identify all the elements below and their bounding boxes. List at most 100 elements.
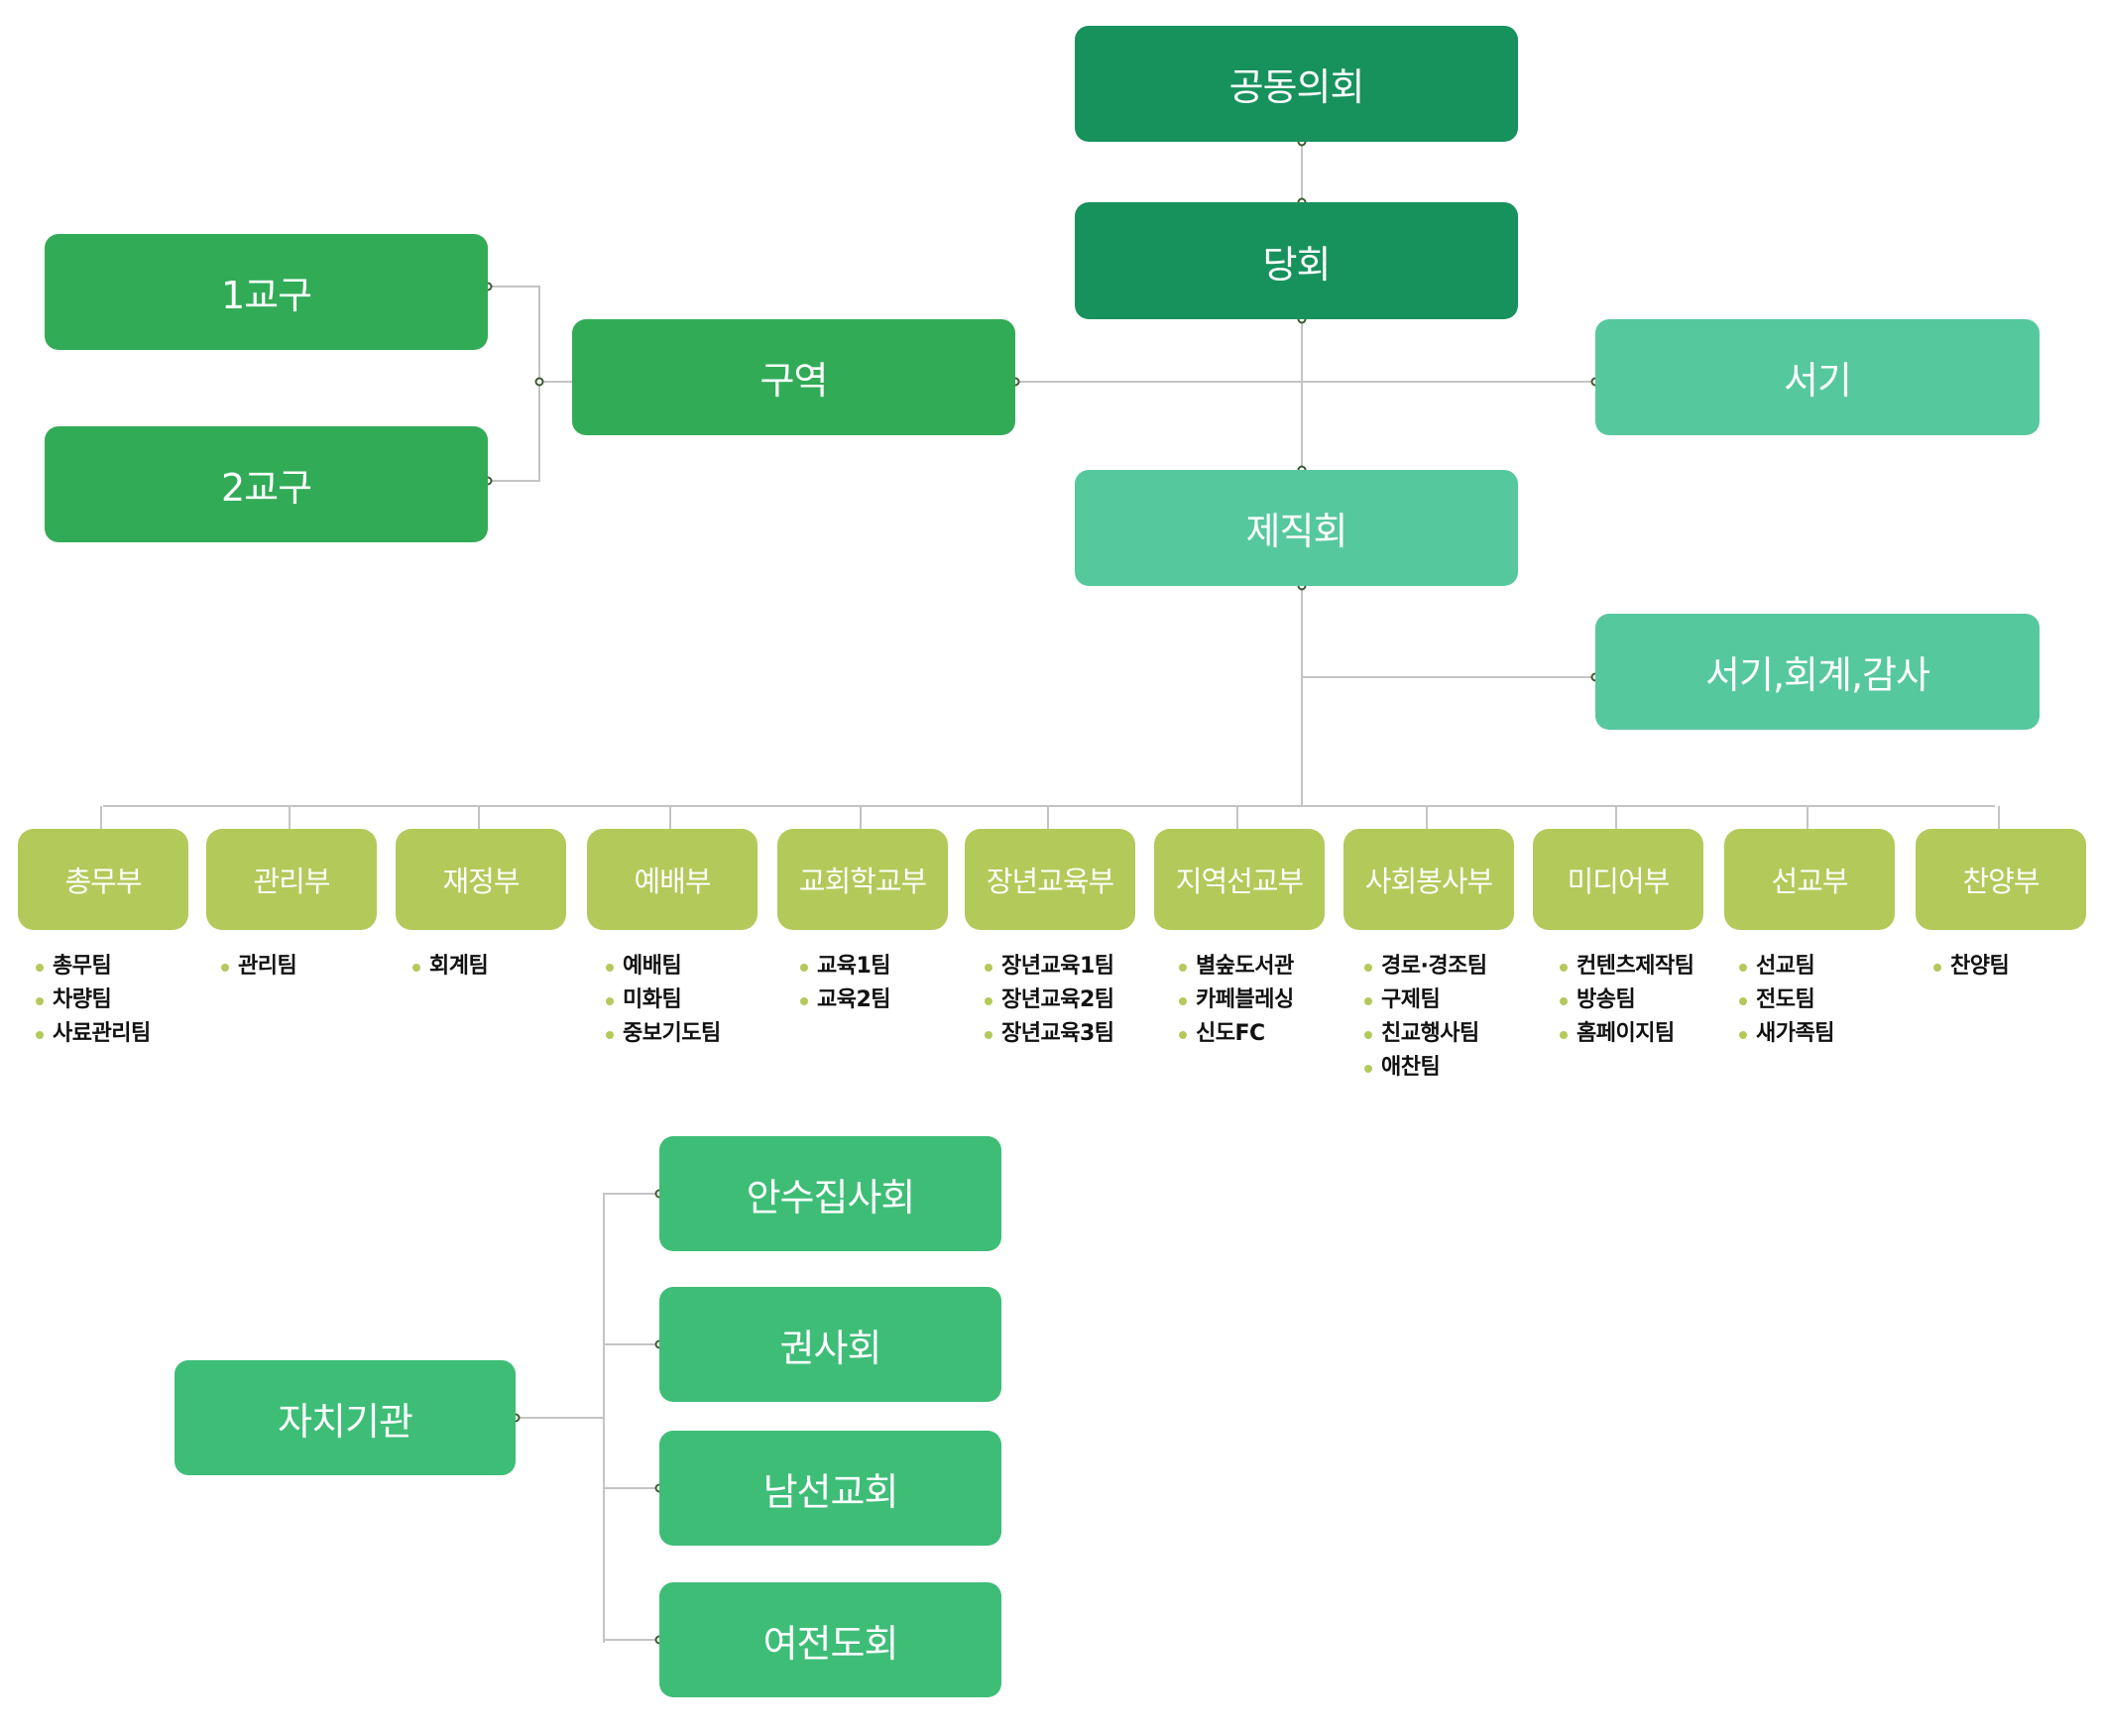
node-label: 남선교회	[762, 1469, 899, 1514]
team-label: 회계팀	[429, 954, 489, 979]
team-label: 친교행사팀	[1381, 1021, 1479, 1046]
team-item[interactable]: 차량팀	[36, 984, 151, 1017]
node-autonomous-root[interactable]: 자치기관	[175, 1360, 516, 1475]
team-item[interactable]: 카페블레싱	[1179, 984, 1294, 1017]
team-item[interactable]: 장년교육2팀	[985, 984, 1114, 1017]
department-box[interactable]: 재정부	[396, 829, 566, 930]
team-item[interactable]: 예배팀	[606, 950, 721, 984]
team-item[interactable]: 신도FC	[1179, 1017, 1294, 1051]
team-label: 컨텐츠제작팀	[1576, 954, 1694, 979]
team-label: 교육1팀	[817, 954, 891, 979]
bullet-icon	[1739, 964, 1747, 972]
node-label: 서기	[1784, 359, 1852, 403]
node-joint-assembly[interactable]: 공동의회	[1075, 26, 1518, 142]
team-label: 예배팀	[623, 954, 682, 979]
node-label: 서기,회계,감사	[1705, 653, 1930, 697]
team-item[interactable]: 장년교육1팀	[985, 950, 1114, 984]
node-autonomous-child[interactable]: 여전도회	[659, 1582, 1001, 1697]
team-item[interactable]: 컨텐츠제작팀	[1560, 950, 1694, 984]
department-box[interactable]: 선교부	[1724, 829, 1895, 930]
team-item[interactable]: 관리팀	[221, 950, 297, 984]
node-autonomous-child[interactable]: 안수집사회	[659, 1136, 1001, 1251]
department-box[interactable]: 미디어부	[1533, 829, 1703, 930]
team-label: 홈페이지팀	[1576, 1021, 1675, 1046]
bullet-icon	[606, 1031, 614, 1039]
connector-dot	[534, 377, 544, 387]
node-clerk[interactable]: 서기	[1595, 319, 2040, 435]
team-item[interactable]: 경로·경조팀	[1364, 950, 1487, 984]
bullet-icon	[1179, 1031, 1187, 1039]
department-box[interactable]: 지역선교부	[1154, 829, 1325, 930]
department-box[interactable]: 예배부	[587, 829, 758, 930]
department-label: 선교부	[1771, 865, 1848, 898]
team-item[interactable]: 회계팀	[412, 950, 489, 984]
team-item[interactable]: 찬양팀	[1933, 950, 2010, 984]
connector-parishes	[488, 286, 540, 482]
team-item[interactable]: 사료관리팀	[36, 1017, 151, 1051]
node-autonomous-child[interactable]: 남선교회	[659, 1431, 1001, 1546]
node-deacon-officers[interactable]: 서기,회계,감사	[1595, 614, 2040, 730]
department-label: 재정부	[442, 865, 520, 898]
bullet-icon	[985, 1031, 992, 1039]
team-item[interactable]: 교육1팀	[800, 950, 891, 984]
team-item[interactable]: 미화팀	[606, 984, 721, 1017]
node-deacon-board[interactable]: 제직회	[1075, 470, 1518, 586]
team-label: 별숲도서관	[1196, 954, 1294, 979]
department-box[interactable]: 총무부	[18, 829, 188, 930]
bullet-icon	[606, 964, 614, 972]
team-label: 경로·경조팀	[1381, 954, 1487, 979]
team-item[interactable]: 애찬팀	[1364, 1051, 1487, 1085]
node-label: 여전도회	[762, 1621, 899, 1666]
node-label: 당회	[1262, 242, 1332, 287]
department-label: 지역선교부	[1175, 865, 1304, 898]
department-label: 관리부	[253, 865, 330, 898]
team-label: 애찬팀	[1381, 1055, 1441, 1080]
node-autonomous-child[interactable]: 권사회	[659, 1287, 1001, 1402]
team-item[interactable]: 장년교육3팀	[985, 1017, 1114, 1051]
team-item[interactable]: 방송팀	[1560, 984, 1693, 1017]
team-label: 새가족팀	[1756, 1021, 1834, 1046]
department-box[interactable]: 찬양부	[1916, 829, 2086, 930]
department-box[interactable]: 사회봉사부	[1343, 829, 1514, 930]
department-label: 장년교육부	[986, 865, 1114, 898]
department-label: 찬양부	[1962, 865, 2040, 898]
team-label: 장년교육2팀	[1001, 987, 1114, 1012]
team-item[interactable]: 친교행사팀	[1364, 1017, 1487, 1051]
node-label: 2교구	[220, 466, 312, 510]
department-box[interactable]: 교회학교부	[777, 829, 948, 930]
node-parish-2[interactable]: 2교구	[45, 426, 488, 542]
team-label: 선교팀	[1756, 954, 1815, 979]
team-item[interactable]: 새가족팀	[1739, 1017, 1834, 1051]
team-label: 교육2팀	[817, 987, 891, 1012]
team-item[interactable]: 교육2팀	[800, 984, 891, 1017]
node-session[interactable]: 당회	[1075, 202, 1518, 319]
bullet-icon	[985, 997, 992, 1005]
team-item[interactable]: 홈페이지팀	[1560, 1017, 1693, 1051]
node-district[interactable]: 구역	[572, 319, 1015, 435]
node-label: 구역	[759, 359, 829, 403]
bullet-icon	[800, 997, 808, 1005]
department-box[interactable]: 장년교육부	[965, 829, 1135, 930]
team-item[interactable]: 전도팀	[1739, 984, 1834, 1017]
bullet-icon	[1560, 997, 1568, 1005]
team-item[interactable]: 별숲도서관	[1179, 950, 1294, 984]
node-parish-1[interactable]: 1교구	[45, 234, 488, 350]
department-box[interactable]: 관리부	[206, 829, 377, 930]
bullet-icon	[1560, 964, 1568, 972]
team-label: 차량팀	[53, 987, 112, 1012]
team-item[interactable]: 총무팀	[36, 950, 151, 984]
team-item[interactable]: 구제팀	[1364, 984, 1487, 1017]
team-item[interactable]: 중보기도팀	[606, 1017, 721, 1051]
bullet-icon	[1560, 1031, 1568, 1039]
department-label: 예배부	[634, 865, 711, 898]
bullet-icon	[1364, 1031, 1372, 1039]
bullet-icon	[1739, 1031, 1747, 1039]
bullet-icon	[412, 964, 420, 972]
department-label: 미디어부	[1567, 865, 1671, 898]
team-item[interactable]: 선교팀	[1739, 950, 1834, 984]
